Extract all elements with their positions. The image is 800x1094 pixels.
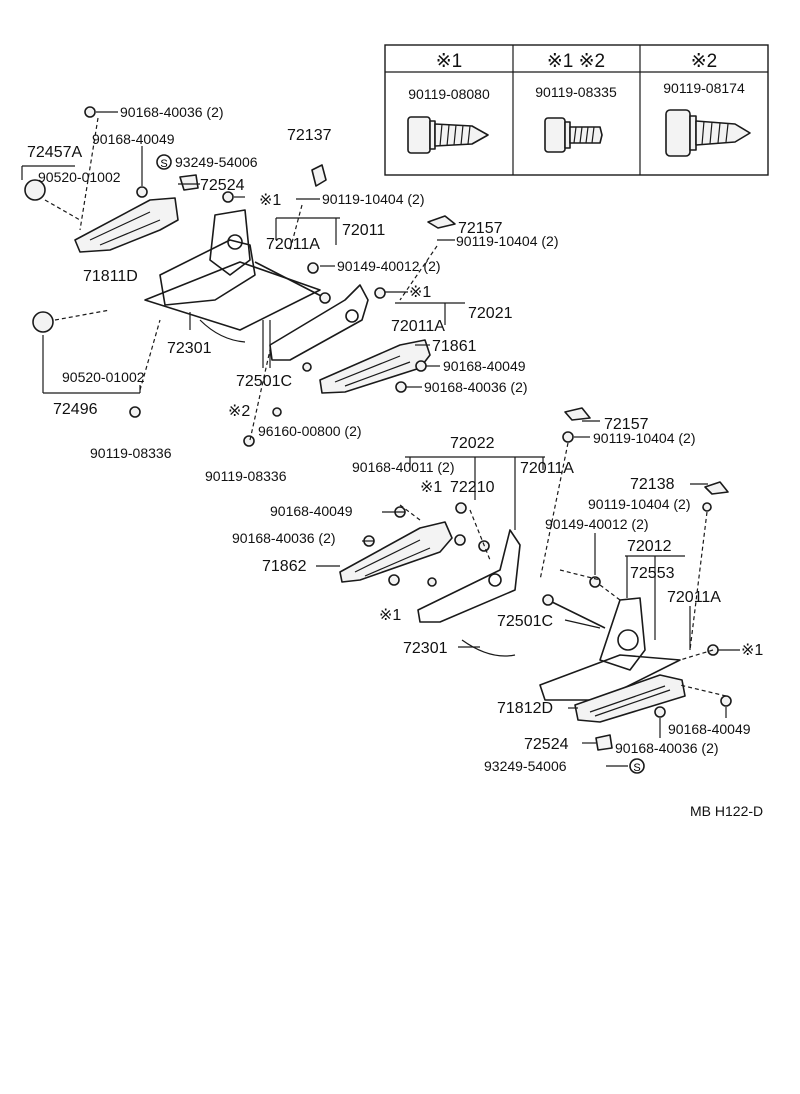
- dashed-lines-upper: [44, 117, 438, 441]
- label-90168-40049-b: 90168-40049: [443, 358, 526, 374]
- rail-72021-shape: [269, 284, 369, 361]
- label-90119-10404-a: 90119-10404 (2): [322, 191, 424, 207]
- knob-90520-01002-a: [24, 179, 46, 201]
- label-72301-a: 72301: [167, 340, 212, 357]
- cover-72138: [704, 481, 729, 495]
- seat-track-assembly-upper: [21, 106, 465, 447]
- clip-72524-b: [595, 734, 613, 751]
- recliner-72012-shape: [599, 597, 646, 671]
- label-72012: 72012: [627, 538, 672, 555]
- leader-lines-lower: [316, 420, 740, 767]
- leader-lines-upper: [21, 111, 465, 394]
- legend-part-3: 90119-08174: [663, 80, 745, 96]
- clip-72524-a: [179, 174, 199, 191]
- label-72457A: 72457A: [27, 144, 82, 161]
- part-labels: 90168-40036 (2) 90168-40049 72457A 90520…: [27, 104, 763, 819]
- label-72301-b: 72301: [403, 640, 448, 657]
- seat-track-assembly-lower: [199, 319, 740, 767]
- label-72501C-a: 72501C: [236, 373, 292, 390]
- label-90168-40036-c: 90168-40036 (2): [232, 530, 336, 546]
- label-note1-a: ※1: [259, 192, 281, 209]
- label-72496: 72496: [53, 401, 98, 418]
- s-symbol-a-text: S: [160, 158, 167, 170]
- label-90119-10404-b: 90119-10404 (2): [456, 233, 558, 249]
- label-71812D: 71812D: [497, 700, 553, 717]
- label-90168-40036-b: 90168-40036 (2): [424, 379, 528, 395]
- label-90119-10404-d: 90119-10404 (2): [588, 496, 690, 512]
- label-96160-00800: 96160-00800 (2): [258, 423, 362, 439]
- label-72210: 72210: [450, 479, 495, 496]
- bolt-90119-08080-icon: [407, 116, 489, 154]
- cable-72301-b: [461, 639, 516, 657]
- label-72553: 72553: [630, 565, 675, 582]
- dashed-lines-lower: [399, 442, 727, 697]
- label-90149-40012-b: 90149-40012 (2): [545, 516, 649, 532]
- diagram-code: MB H122-D: [690, 803, 763, 819]
- legend-header-1: ※1: [436, 51, 463, 72]
- label-note1-c: ※1: [420, 479, 442, 496]
- label-72524-b: 72524: [524, 736, 569, 753]
- label-90168-40011: 90168-40011 (2): [352, 459, 454, 475]
- label-note1-e: ※1: [741, 642, 763, 659]
- label-90520-01002-a: 90520-01002: [38, 169, 121, 185]
- label-90168-40036-a: 90168-40036 (2): [120, 104, 224, 120]
- legend-header-3: ※2: [691, 51, 718, 72]
- label-71861: 71861: [432, 338, 477, 355]
- label-note2: ※2: [228, 403, 250, 420]
- bolt-90119-08335-icon: [544, 117, 603, 153]
- label-72157-a: 72157: [458, 220, 503, 237]
- label-72011A-a: 72011A: [266, 236, 320, 253]
- label-90119-08336-a: 90119-08336: [90, 445, 172, 461]
- label-90119-10404-c: 90119-10404 (2): [593, 430, 695, 446]
- label-90168-40049-d: 90168-40049: [668, 721, 751, 737]
- label-71862: 71862: [262, 558, 307, 575]
- label-72138: 72138: [630, 476, 675, 493]
- label-90168-40049-c: 90168-40049: [270, 503, 353, 519]
- label-72021: 72021: [468, 305, 513, 322]
- label-90149-40012-a: 90149-40012 (2): [337, 258, 441, 274]
- cover-71811D-shape: [74, 197, 179, 253]
- cover-72157-a: [427, 215, 456, 229]
- label-72011: 72011: [342, 222, 385, 239]
- rail-72011A-shape: [539, 654, 681, 701]
- label-71811D: 71811D: [83, 268, 138, 285]
- label-72011A-b: 72011A: [391, 318, 445, 335]
- legend-border: [384, 44, 769, 176]
- label-72501C-b: 72501C: [497, 613, 553, 630]
- label-90168-40049-a: 90168-40049: [92, 131, 175, 147]
- legend-header-2: ※1 ※2: [547, 51, 605, 72]
- recliner-frame-shape: [209, 209, 251, 276]
- cable-72301-a: [199, 319, 246, 343]
- label-72011A-d: 72011A: [667, 589, 721, 606]
- label-90168-40036-d: 90168-40036 (2): [615, 740, 719, 756]
- label-90520-01002-b: 90520-01002: [62, 369, 145, 385]
- s-symbol-b-text: S: [633, 762, 640, 774]
- label-72011A-c: 72011A: [520, 460, 574, 477]
- knob-90520-01002-b: [32, 311, 54, 333]
- rail-72011-shape: [144, 261, 321, 331]
- s-symbol-a: S: [156, 154, 172, 170]
- label-72157-b: 72157: [604, 416, 649, 433]
- label-93249-54006-a: 93249-54006: [175, 154, 258, 170]
- s-symbol-b: S: [629, 758, 645, 774]
- cover-72137: [311, 164, 327, 187]
- legend-part-1: 90119-08080: [408, 86, 490, 102]
- cover-72157-b: [564, 407, 591, 421]
- label-90119-08336-b: 90119-08336: [205, 468, 287, 484]
- label-note1-b: ※1: [409, 284, 431, 301]
- legend-part-2: 90119-08335: [535, 84, 617, 100]
- label-72524-a: 72524: [200, 177, 245, 194]
- bolt-legend-table: ※1 ※1 ※2 ※2 90119-08080 90119-08335 9011…: [384, 44, 769, 176]
- label-72022: 72022: [450, 435, 495, 452]
- bolt-90119-08174-icon: [665, 109, 751, 157]
- label-93249-54006-b: 93249-54006: [484, 758, 567, 774]
- rail-72022-shape: [417, 529, 521, 623]
- label-note1-d: ※1: [379, 607, 401, 624]
- label-72137: 72137: [287, 127, 332, 144]
